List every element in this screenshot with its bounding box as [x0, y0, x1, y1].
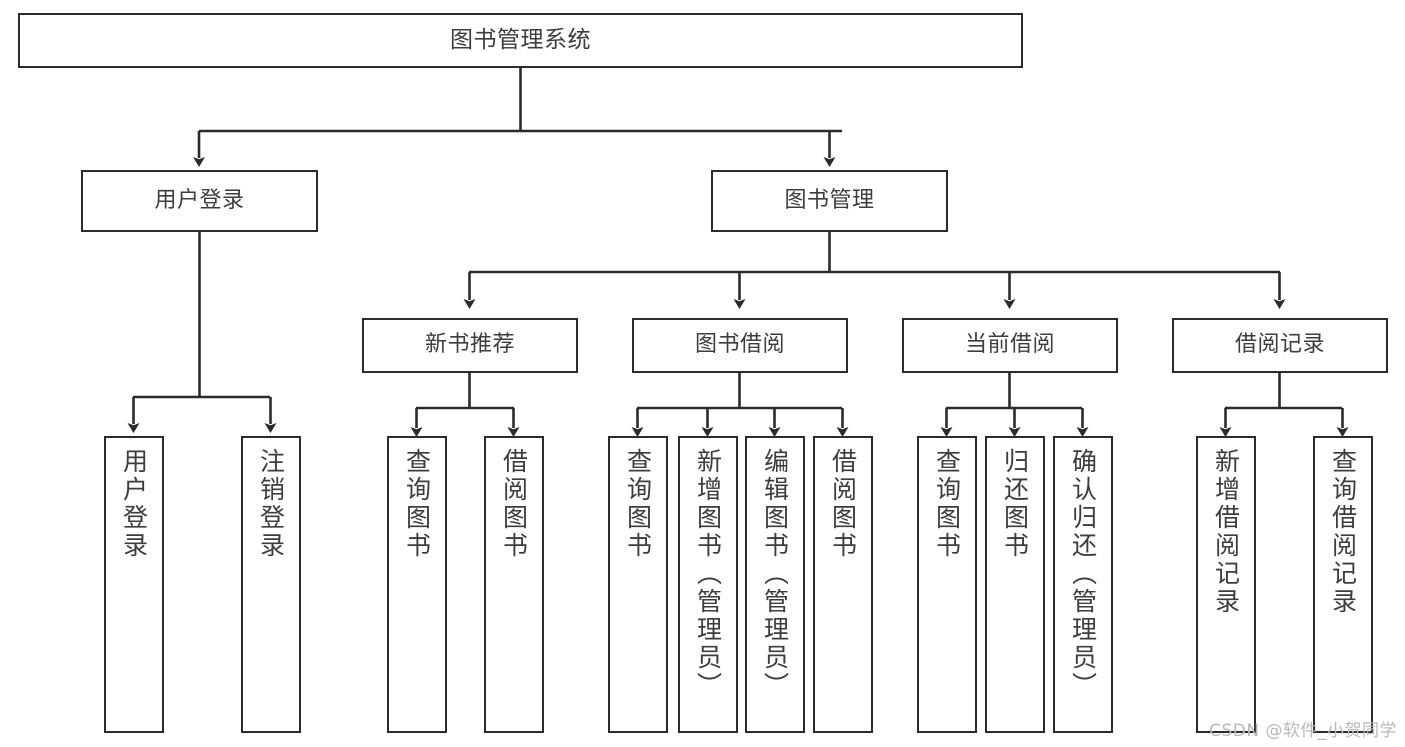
node-new-book-recommend[interactable]: 新书推荐 [362, 318, 578, 373]
node-label: 编辑图书（管理员） [760, 448, 790, 700]
node-label: 新书推荐 [424, 332, 515, 358]
node-label: 注销登录 [256, 448, 286, 560]
node-label: 图书管理 [784, 187, 875, 213]
leaf-borrow-edit-book-admin[interactable]: 编辑图书（管理员） [745, 436, 805, 733]
node-label: 查询图书 [932, 448, 962, 560]
leaf-record-add-borrow-record[interactable]: 新增借阅记录 [1196, 436, 1256, 733]
node-label: 用户登录 [119, 448, 149, 560]
node-label: 图书管理系统 [450, 26, 591, 53]
leaf-record-query-borrow-record[interactable]: 查询借阅记录 [1313, 436, 1373, 733]
leaf-current-confirm-return-admin[interactable]: 确认归还（管理员） [1053, 436, 1113, 733]
node-label: 借阅记录 [1234, 332, 1325, 358]
node-label: 查询借阅记录 [1328, 448, 1358, 616]
leaf-borrow-query-book[interactable]: 查询图书 [608, 436, 668, 733]
node-root-library-system[interactable]: 图书管理系统 [18, 13, 1023, 68]
node-label: 借阅图书 [499, 448, 529, 560]
leaf-recommend-borrow-book[interactable]: 借阅图书 [484, 436, 544, 733]
node-label: 借阅图书 [828, 448, 858, 560]
watermark: CSDN @软件_小贺同学 [1209, 721, 1397, 741]
node-current-borrow[interactable]: 当前借阅 [902, 318, 1118, 373]
node-label: 归还图书 [1000, 448, 1030, 560]
node-label: 查询图书 [402, 448, 432, 560]
node-user-login[interactable]: 用户登录 [81, 170, 318, 232]
leaf-borrow-add-book-admin[interactable]: 新增图书（管理员） [678, 436, 738, 733]
node-label: 确认归还（管理员） [1068, 448, 1098, 700]
node-book-management[interactable]: 图书管理 [711, 170, 948, 232]
node-label: 新增图书（管理员） [693, 448, 723, 700]
node-borrow-record[interactable]: 借阅记录 [1172, 318, 1388, 373]
leaf-current-return-book[interactable]: 归还图书 [985, 436, 1045, 733]
node-label: 当前借阅 [964, 332, 1055, 358]
node-label: 用户登录 [154, 187, 245, 213]
node-label: 新增借阅记录 [1211, 448, 1241, 616]
leaf-current-query-book[interactable]: 查询图书 [917, 436, 977, 733]
node-book-borrow[interactable]: 图书借阅 [632, 318, 848, 373]
leaf-recommend-query-book[interactable]: 查询图书 [387, 436, 447, 733]
leaf-borrow-borrow-book[interactable]: 借阅图书 [813, 436, 873, 733]
leaf-user-login-signin[interactable]: 用户登录 [104, 436, 164, 733]
leaf-user-login-signout[interactable]: 注销登录 [241, 436, 301, 733]
node-label: 查询图书 [623, 448, 653, 560]
node-label: 图书借阅 [694, 332, 785, 358]
